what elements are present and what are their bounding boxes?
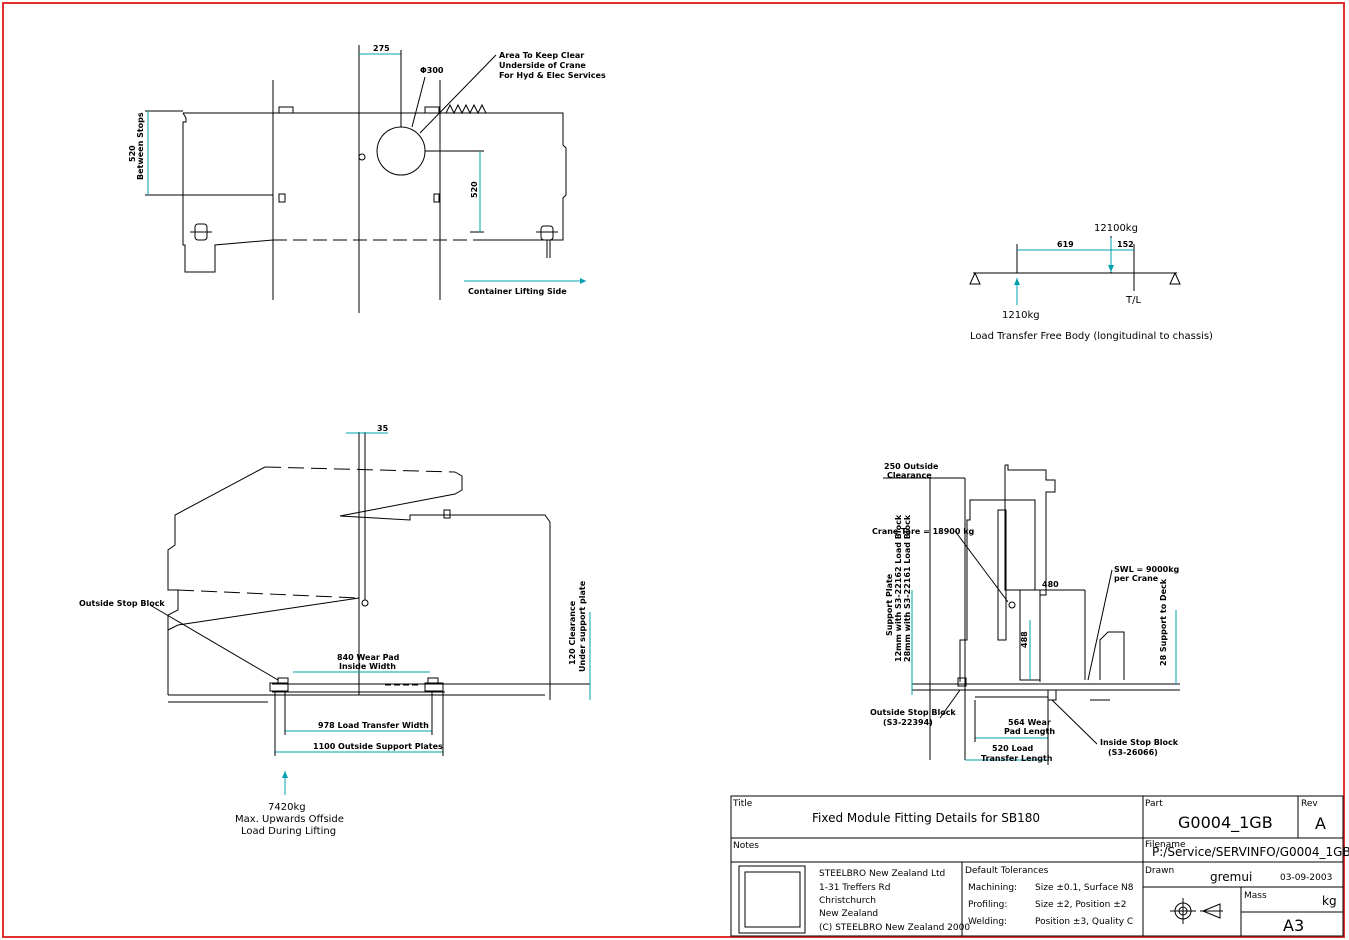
outside-stop-block-left: Outside Stop Block bbox=[79, 599, 165, 608]
between-stops-label: Between Stops bbox=[136, 112, 145, 180]
drawn-label: Drawn bbox=[1145, 866, 1174, 876]
support-to-deck: 28 Support to Deck bbox=[1159, 578, 1168, 666]
uplift-3: Load During Lifting bbox=[241, 826, 336, 837]
load-transfer-width: 978 Load Transfer Width bbox=[318, 721, 429, 730]
load-12100: 12100kg bbox=[1094, 223, 1138, 234]
crane-tare: Crane Tare = 18900 kg bbox=[872, 527, 975, 536]
drawing-title: Fixed Module Fitting Details for SB180 bbox=[812, 811, 1040, 825]
container-lifting-side: Container Lifting Side bbox=[468, 287, 567, 296]
load-1210: 1210kg bbox=[1002, 310, 1040, 321]
clearance-1: 120 Clearance bbox=[568, 600, 577, 665]
company-5: (C) STEELBRO New Zealand 2000 bbox=[819, 923, 970, 933]
load-transfer-length-2: Transfer Length bbox=[981, 754, 1053, 763]
welding-label: Welding: bbox=[968, 917, 1007, 927]
free-body-diagram bbox=[969, 236, 1181, 305]
inside-stop-block-1: Inside Stop Block bbox=[1100, 738, 1179, 747]
machining-value: Size ±0.1, Surface N8 bbox=[1035, 883, 1134, 893]
uplift-1: 7420kg bbox=[268, 802, 306, 813]
rev-label: Rev bbox=[1301, 799, 1318, 809]
swl-2: per Crane bbox=[1114, 574, 1159, 583]
wear-pad-length-2: Pad Length bbox=[1004, 727, 1055, 736]
rev-value: A bbox=[1315, 814, 1326, 833]
title-block bbox=[730, 795, 1344, 937]
profiling-label: Profiling: bbox=[968, 900, 1007, 910]
swl-1: SWL = 9000kg bbox=[1114, 565, 1180, 574]
title-label: Title bbox=[732, 799, 753, 809]
wear-pad-2: Inside Width bbox=[339, 662, 396, 671]
end-view bbox=[149, 432, 591, 795]
dim-488: 488 bbox=[1020, 631, 1029, 648]
outside-clearance-2: Clearance bbox=[887, 471, 932, 480]
dim-619: 619 bbox=[1057, 240, 1074, 249]
third-angle-projection-icon bbox=[1170, 898, 1223, 924]
dim-35: 35 bbox=[377, 424, 389, 433]
company-3: Christchurch bbox=[819, 896, 876, 906]
inside-stop-block-2: (S3-26066) bbox=[1108, 748, 1158, 757]
wear-pad-length-1: 564 Wear bbox=[1008, 718, 1051, 727]
tl-label: T/L bbox=[1125, 295, 1141, 306]
filename-label: Filename bbox=[1145, 840, 1186, 850]
keep-clear-note-1: Area To Keep Clear bbox=[499, 51, 584, 60]
between-stops-value: 520 bbox=[128, 145, 137, 162]
outside-support-plates: 1100 Outside Support Plates bbox=[313, 742, 443, 751]
drawn-date: 03-09-2003 bbox=[1280, 873, 1332, 883]
mass-unit: kg bbox=[1322, 894, 1337, 908]
clearance-2: Under support plate bbox=[578, 580, 587, 672]
side-detail-view bbox=[883, 464, 1180, 765]
company-4: New Zealand bbox=[819, 909, 878, 919]
part-label: Part bbox=[1145, 799, 1163, 809]
support-plate-3: 28mm with S3-22161 Load Block bbox=[903, 514, 912, 662]
machining-label: Machining: bbox=[968, 883, 1017, 893]
dim-phi-300: Φ300 bbox=[420, 66, 444, 75]
load-transfer-length-1: 520 Load bbox=[992, 744, 1033, 753]
keep-clear-circle bbox=[376, 126, 426, 176]
outside-stop-block-right-1: Outside Stop Block bbox=[870, 708, 956, 717]
welding-value: Position ±3, Quality C bbox=[1035, 917, 1133, 927]
uplift-2: Max. Upwards Offside bbox=[235, 814, 344, 825]
wear-pad-1: 840 Wear Pad bbox=[337, 653, 400, 662]
dim-152: 152 bbox=[1117, 240, 1134, 249]
drawn-by: gremui bbox=[1210, 870, 1252, 884]
notes-label: Notes bbox=[733, 841, 759, 851]
profiling-value: Size ±2, Position ±2 bbox=[1035, 900, 1127, 910]
tolerances-title: Default Tolerances bbox=[965, 866, 1049, 876]
dim-275: 275 bbox=[373, 44, 390, 53]
outside-stop-block-right-2: (S3-22394) bbox=[883, 718, 933, 727]
filename-value: P:/Service/SERVINFO/G0004_1GB bbox=[1152, 845, 1349, 859]
support-plate-2: 12mm with S3-22162 Load Block bbox=[894, 514, 903, 662]
mass-label: Mass bbox=[1244, 891, 1267, 901]
top-view bbox=[145, 45, 586, 313]
company-2: 1-31 Treffers Rd bbox=[819, 883, 890, 893]
free-body-caption: Load Transfer Free Body (longitudinal to… bbox=[970, 331, 1213, 342]
part-number: G0004_1GB bbox=[1178, 813, 1273, 833]
sheet-size: A3 bbox=[1283, 916, 1304, 935]
outside-clearance-1: 250 Outside bbox=[884, 462, 939, 471]
keep-clear-note-2: Underside of Crane bbox=[499, 61, 586, 70]
keep-clear-note-3: For Hyd & Elec Services bbox=[499, 71, 606, 80]
company-1: STEELBRO New Zealand Ltd bbox=[819, 869, 945, 879]
support-plate-1: Support Plate bbox=[885, 573, 894, 636]
dim-520-top: 520 bbox=[470, 181, 479, 198]
dim-480: 480 bbox=[1042, 580, 1059, 589]
